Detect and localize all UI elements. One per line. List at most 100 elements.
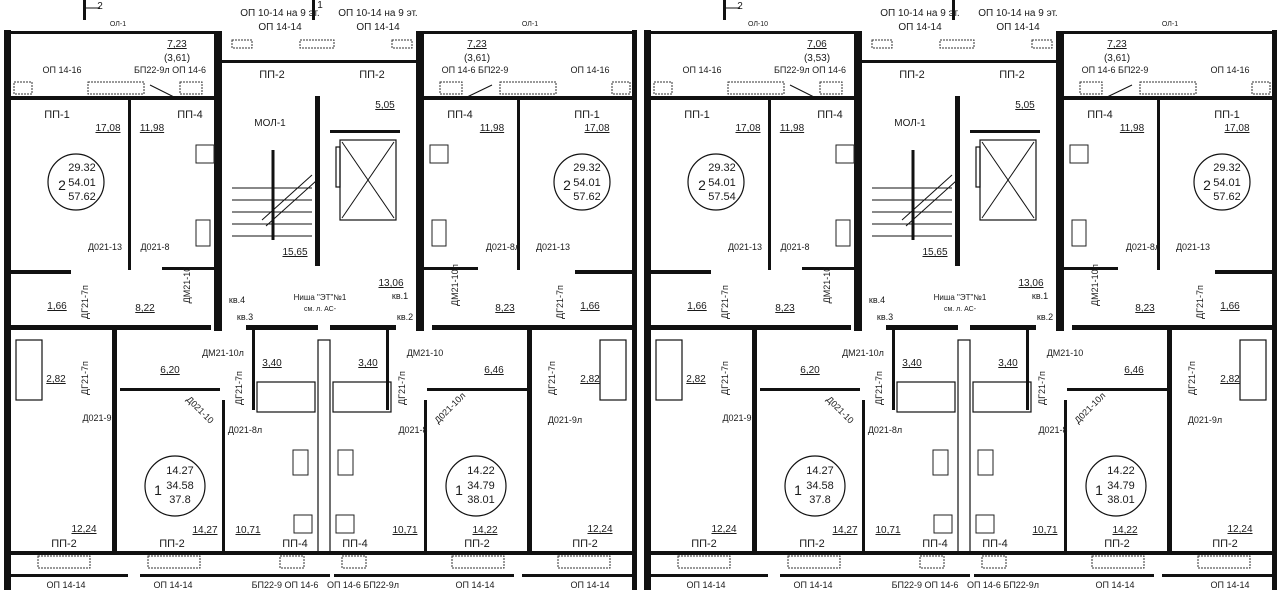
left-apt-tr-rooms-label: 2 [563, 177, 571, 193]
right-dm-bl-label: ДМ21-10л [842, 348, 884, 358]
right-area-room-r-label: 17,08 [1224, 123, 1249, 134]
right-dg-tr-label: ДГ21-7п [1195, 285, 1205, 319]
left-niche-label: Ниша "ЭТ"№1 [294, 293, 347, 302]
right-apt-tl-living-label: 29.32 [708, 162, 736, 174]
right-pp1-r-label: ПП-1 [1214, 109, 1240, 121]
right-pp-b2-label: ПП-2 [799, 538, 825, 550]
right-apt-tr-rooms-label: 2 [1203, 177, 1211, 193]
right-area-hall-bl-label: 6,20 [800, 365, 820, 376]
left-dg-bcl-label: ДГ21-7п [234, 371, 244, 405]
right-area-stair-label: 15,65 [922, 247, 947, 258]
left-win-tlc-label: БП22-9л ОП 14-6 [134, 65, 206, 75]
left-area-hall-br-label: 6,46 [484, 365, 504, 376]
left-area-br-label: 12,24 [587, 524, 612, 535]
left-area-kbl-label: 10,71 [235, 525, 260, 536]
left-apt-bl-gross-label: 37.8 [169, 494, 190, 506]
left-pp-b2-label: ПП-2 [159, 538, 185, 550]
right-win-b1-label: ОП 14-14 [687, 580, 726, 590]
right-dg-bcl-label: ДГ21-7п [874, 371, 884, 405]
left-corr-r-label: 8,23 [495, 303, 515, 314]
right-ol-right-label: ОЛ-1 [1162, 21, 1178, 28]
right-win-tlc-label: БП22-9л ОП 14-6 [774, 65, 846, 75]
right-win-b4-label: ОП 14-6 БП22-9л [967, 580, 1039, 590]
right-door-bl-label: Д021-9 [722, 413, 751, 423]
left-sec-2-label: 2 [97, 1, 103, 12]
left-pp-b4-label: ПП-4 [342, 538, 368, 550]
left-dg-tr-label: ДГ21-7п [555, 285, 565, 319]
right-apt-br-total-label: 34.79 [1107, 480, 1135, 492]
right-apt-tl-total-label: 54.01 [708, 177, 736, 189]
left-kv3-label: кв.3 [237, 312, 253, 322]
right-bath-cl-label: 3,40 [902, 358, 922, 369]
left-door-tl2-label: Д021-8 [140, 242, 169, 252]
right-mol-label: МОЛ-1 [894, 118, 926, 129]
left-apt-tl-living-label: 29.32 [68, 162, 96, 174]
left-door-br-label: Д021-9л [548, 415, 582, 425]
left-area-bcr-label: 14,22 [472, 525, 497, 536]
left-dg-bl-label: ДГ21-7п [80, 361, 90, 395]
right-pp-b6-label: ПП-2 [1212, 538, 1238, 550]
right-apt-bl-rooms-label: 1 [794, 482, 802, 498]
right-area-kit-r-label: 11,98 [1120, 123, 1145, 134]
left-kv2-label: кв.2 [397, 312, 413, 322]
right-area-kit-l-label: 11,98 [780, 123, 805, 134]
left-area-room-l-label: 17,08 [95, 123, 120, 134]
right-door-br-label: Д021-9л [1188, 415, 1222, 425]
right-area-br-label: 12,24 [1227, 524, 1252, 535]
left-loggia-r-label: 7,23 [467, 39, 487, 50]
left-ol-right-label: ОЛ-1 [522, 21, 538, 28]
left-pp1-r-label: ПП-1 [574, 109, 600, 121]
left-mol-label: МОЛ-1 [254, 118, 286, 129]
right-apt-bl-living-label: 14.27 [806, 465, 834, 477]
right-op-top-r2-label: ОП 14-14 [996, 22, 1040, 33]
left-bath-cr-label: 3,40 [358, 358, 378, 369]
left-op-top-r2-label: ОП 14-14 [356, 22, 400, 33]
left-apt-br-total-label: 34.79 [467, 480, 495, 492]
left-apt-bl-rooms-label: 1 [154, 482, 162, 498]
left-dg-tl-label: ДГ21-7п [80, 285, 90, 319]
right-door-bcl1-label: Д021-10 [825, 394, 856, 425]
right-kv2-label: кв.2 [1037, 312, 1053, 322]
left-door-bcr2-label: Д021-10л [432, 390, 467, 425]
left-bath-r-label: 2,82 [580, 374, 600, 385]
right-apt-br-rooms-label: 1 [1095, 482, 1103, 498]
left-win-b3-label: БП22-9 ОП 14-6 [252, 580, 319, 590]
left-bath-cl-label: 3,40 [262, 358, 282, 369]
left-apt-tl-rooms-label: 2 [58, 177, 66, 193]
left-win-tr-label: ОП 14-16 [571, 65, 610, 75]
left-door-tl1-label: Д021-13 [88, 242, 122, 252]
right-wc-l-label: 1,66 [687, 301, 707, 312]
right-op-top-r1-label: ОП 10-14 на 9 эт. [978, 8, 1057, 19]
left-area-hall-bl-label: 6,20 [160, 365, 180, 376]
left-win-b4-label: ОП 14-6 БП22-9л [327, 580, 399, 590]
left-pp4-l-label: ПП-4 [177, 109, 203, 121]
left-area-kit-r-label: 11,98 [480, 123, 505, 134]
left-apt-tr-gross-label: 57.62 [573, 191, 601, 203]
right-area-kbr-label: 10,71 [1032, 525, 1057, 536]
left-dm-r-label: ДМ21-10л [450, 264, 460, 306]
right-area-kbl-label: 10,71 [875, 525, 900, 536]
left-pp-b6-label: ПП-2 [572, 538, 598, 550]
right-pp4-r-label: ПП-4 [1087, 109, 1113, 121]
left-kv4-label: кв.4 [229, 295, 245, 305]
right-corr-r-label: 8,23 [1135, 303, 1155, 314]
left-ol-left-label: ОЛ-1 [110, 21, 126, 28]
left-apt-br-living-label: 14.22 [467, 465, 495, 477]
left-win-b2-label: ОП 14-14 [154, 580, 193, 590]
right-apt-bl-gross-label: 37.8 [809, 494, 830, 506]
right-door-bcr2-label: Д021-10л [1072, 390, 1107, 425]
left-pp-core-l-label: ПП-2 [259, 69, 285, 81]
left-win-b1-label: ОП 14-14 [47, 580, 86, 590]
right-dg-br-label: ДГ21-7п [1187, 361, 1197, 395]
left-apt-br-rooms-label: 1 [455, 482, 463, 498]
left-pp-b5-label: ПП-2 [464, 538, 490, 550]
left-apt-tr-living-label: 29.32 [573, 162, 601, 174]
left-kv1-label: кв.1 [392, 291, 408, 301]
right-door-tl2-label: Д021-8 [780, 242, 809, 252]
right-bath-cr-label: 3,40 [998, 358, 1018, 369]
right-area-hall-br-label: 6,46 [1124, 365, 1144, 376]
right-kv4-label: кв.4 [869, 295, 885, 305]
right-kv1-label: кв.1 [1032, 291, 1048, 301]
left-area-kbr-label: 10,71 [392, 525, 417, 536]
